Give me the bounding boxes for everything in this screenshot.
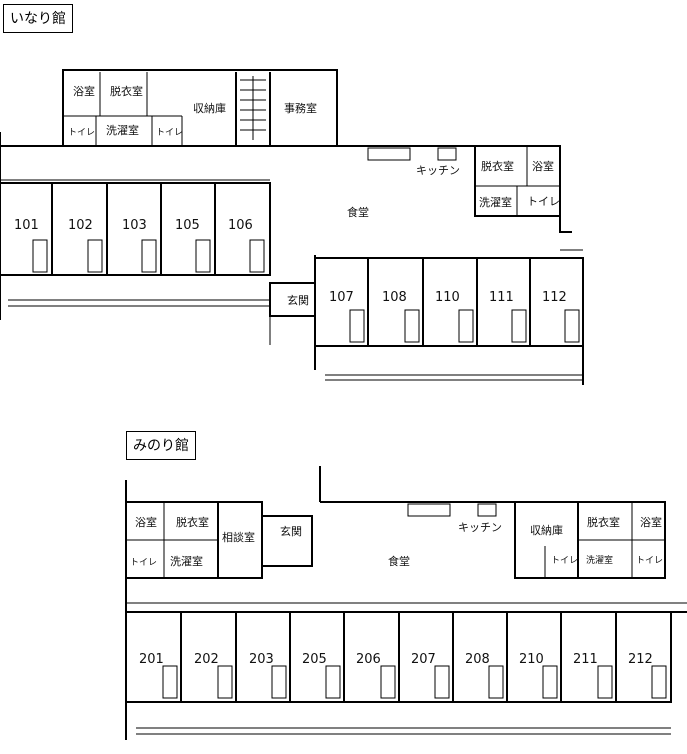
minori-bath2-label: 浴室	[640, 515, 662, 529]
unit-212: 212	[628, 652, 653, 667]
inari-stairs	[240, 76, 266, 140]
unit-210: 210	[519, 652, 544, 667]
unit-103: 103	[122, 218, 147, 233]
unit-101: 101	[14, 218, 39, 233]
inari-top-units-outline	[0, 182, 271, 276]
unit-106: 106	[228, 218, 253, 233]
unit-202: 202	[194, 652, 219, 667]
unit-105: 105	[175, 218, 200, 233]
inari-kitchen-counter	[367, 147, 411, 161]
inari-toilet2-label: トイレ	[156, 128, 183, 138]
inari-dressing2-label: 脱衣室	[481, 159, 514, 173]
inari-laundry2-label: 洗濯室	[479, 195, 512, 209]
minori-toilet3-label: トイレ	[636, 556, 663, 566]
inari-title: いなり館	[3, 4, 73, 33]
inari-kitchen-label: キッチン	[416, 164, 460, 177]
minori-dining-label: 食堂	[388, 554, 410, 568]
minori-laundry2-label: 洗濯室	[586, 554, 613, 566]
inari-toilet3-label: トイレ	[527, 195, 560, 208]
unit-205: 205	[302, 652, 327, 667]
unit-207: 207	[411, 652, 436, 667]
minori-dressing-label: 脱衣室	[176, 515, 209, 529]
minori-kitchen-counter	[407, 503, 451, 517]
inari-dining-label: 食堂	[347, 205, 369, 219]
minori-storage-label: 収納庫	[530, 523, 563, 537]
unit-206: 206	[356, 652, 381, 667]
inari-office-label: 事務室	[284, 101, 317, 115]
minori-consult-label: 相談室	[222, 530, 255, 544]
inari-toilet-label: トイレ	[68, 128, 95, 138]
minori-toilet2-label: トイレ	[551, 556, 578, 566]
unit-201: 201	[139, 652, 164, 667]
unit-110: 110	[435, 290, 460, 305]
inari-stove	[437, 147, 457, 161]
unit-108: 108	[382, 290, 407, 305]
minori-entrance-outline	[261, 515, 313, 567]
unit-112: 112	[542, 290, 567, 305]
unit-102: 102	[68, 218, 93, 233]
unit-203: 203	[249, 652, 274, 667]
inari-dressing-label: 脱衣室	[110, 84, 143, 98]
minori-title: みのり館	[126, 431, 196, 460]
inari-storage-label: 収納庫	[193, 101, 226, 115]
minori-dressing2-label: 脱衣室	[587, 515, 620, 529]
inari-bath2-label: 浴室	[532, 159, 554, 173]
inari-service-block-outline	[62, 69, 338, 147]
inari-building: 浴室 脱衣室 トイレ 洗濯室 トイレ 収納庫 事務室 キッチン 食堂 脱衣室 浴…	[0, 69, 584, 385]
unit-208: 208	[465, 652, 490, 667]
inari-bath-label: 浴室	[73, 84, 95, 98]
minori-laundry-label: 洗濯室	[170, 554, 203, 568]
unit-107: 107	[329, 290, 354, 305]
unit-111: 111	[489, 290, 514, 305]
minori-stove	[477, 503, 497, 517]
minori-toilet-label: トイレ	[130, 558, 157, 568]
inari-laundry-label: 洗濯室	[106, 123, 139, 137]
inari-entrance-label: 玄関	[287, 293, 309, 307]
minori-building: 浴室 脱衣室 相談室 玄関 トイレ 洗濯室 食堂 キッチン 収納庫 脱衣室 浴室…	[125, 466, 687, 740]
minori-kitchen-label: キッチン	[458, 521, 502, 534]
unit-211: 211	[573, 652, 598, 667]
minori-bath-label: 浴室	[135, 515, 157, 529]
minori-entrance-label: 玄関	[280, 524, 302, 538]
